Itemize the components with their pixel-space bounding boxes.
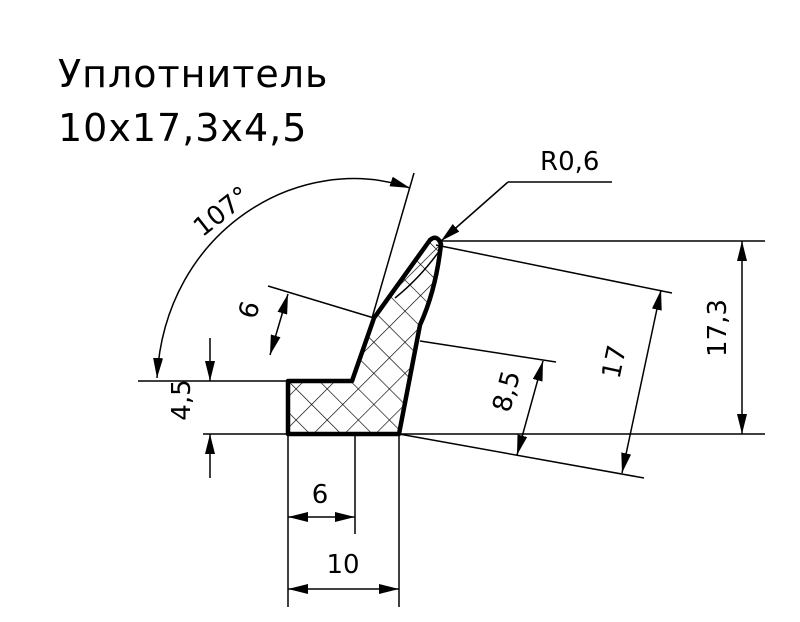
angle-dimension-arc	[153, 176, 411, 379]
mid-height-label: 8,5	[487, 368, 527, 416]
slant-length-label: 17	[597, 343, 633, 382]
radius-label: R0,6	[540, 147, 599, 177]
base-total-width-label: 10	[326, 550, 359, 580]
base-inner-width-label: 6	[312, 480, 329, 510]
slant-length-dim	[621, 289, 662, 474]
part-title: Уплотнитель	[58, 52, 329, 96]
profile-hatching	[288, 237, 441, 434]
extension-lines	[138, 172, 765, 607]
dimension-lines	[153, 176, 747, 594]
base-height-label: 4,5	[167, 379, 197, 420]
seal-profile	[285, 235, 444, 437]
slant-width-dim	[269, 293, 289, 356]
slant-width-label: 6	[233, 298, 266, 322]
total-height-label: 17,3	[703, 299, 733, 357]
part-size: 10х17,3х4,5	[58, 106, 308, 150]
mid-height-dim	[516, 360, 544, 456]
angle-label: 107°	[188, 181, 256, 243]
